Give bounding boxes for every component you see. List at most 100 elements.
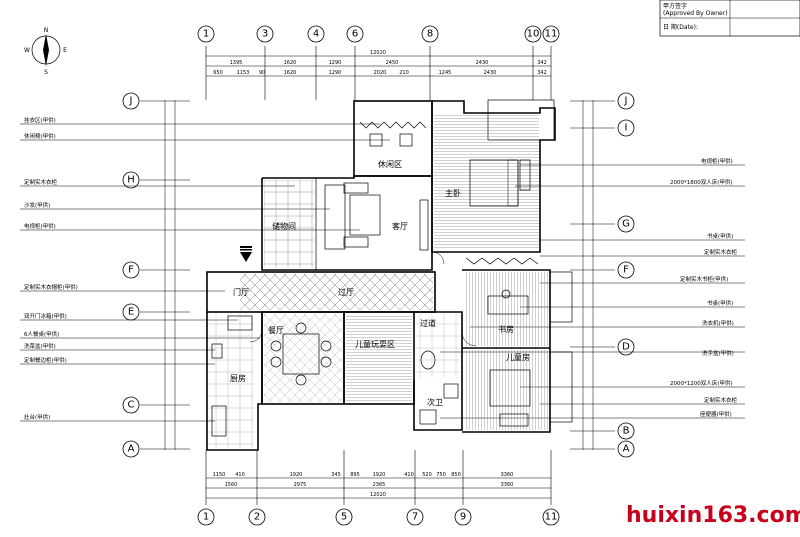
axis-bubble — [256, 25, 274, 43]
axis-bubble — [335, 508, 353, 526]
dim-label: 850 — [451, 472, 461, 478]
room-label-kitchen: 厨房 — [230, 373, 246, 383]
watermark: huixin163.com — [626, 503, 800, 528]
label-left: 双开门冰箱(甲供) — [24, 312, 67, 320]
axis-bubble — [248, 508, 266, 526]
axis-label: 3 — [262, 29, 268, 40]
floor-finishes — [209, 114, 548, 448]
dim-label: 3360 — [501, 482, 514, 488]
nightstand-icon — [519, 159, 531, 191]
axis-bubble — [617, 440, 635, 458]
armchair-icon — [343, 182, 369, 194]
axis-label: F — [128, 265, 134, 276]
dim-label: 2365 — [373, 482, 386, 488]
axis-label: G — [622, 219, 630, 230]
dim-label: 895 — [350, 472, 360, 478]
room-label-bath: 次卫 — [427, 397, 443, 407]
chair-icon — [501, 289, 511, 299]
axis-label: C — [128, 400, 135, 411]
dim-total-top: 12020 — [370, 50, 386, 56]
axis-label: A — [623, 444, 630, 455]
dim-label: 1245 — [439, 70, 452, 76]
washbasin-icon — [420, 350, 436, 370]
dim-label: 1290 — [329, 70, 342, 76]
axis-bubble — [406, 508, 424, 526]
chair-icon — [320, 356, 332, 368]
room-label-passage: 过道 — [420, 318, 436, 328]
axis-bubble — [524, 25, 542, 43]
axis-label: B — [623, 426, 630, 437]
title-block-date: 日 期(Date): — [663, 23, 698, 31]
axis-bubble — [122, 261, 140, 279]
axis-bubble — [197, 508, 215, 526]
axis-bubble — [346, 25, 364, 43]
chair-icon — [270, 356, 282, 368]
chair-icon — [270, 340, 282, 352]
axis-bubble — [617, 338, 635, 356]
axis-label: 1 — [203, 29, 209, 40]
furniture — [211, 121, 539, 437]
dim-total-bottom: 12020 — [370, 492, 386, 498]
label-right: 2000*1800双人床(甲供) — [670, 178, 733, 186]
axis-label: 8 — [427, 29, 433, 40]
label-right: 定制实木衣柜 — [704, 396, 738, 404]
axis-label: 5 — [341, 512, 347, 523]
label-right: 洗手盆(甲供) — [702, 349, 734, 357]
dim-label: 1920 — [290, 472, 303, 478]
label-left: 电视柜(甲供) — [24, 222, 56, 230]
label-left: 定制实木衣帽柜(甲供) — [24, 283, 78, 291]
compass-icon: N S E W — [24, 27, 67, 76]
axis-bubble — [122, 171, 140, 189]
axis-bubble — [617, 215, 635, 233]
dim-label: 2430 — [484, 70, 497, 76]
axis-label: I — [625, 123, 628, 134]
axis-label: 2 — [254, 512, 260, 523]
dim-label: 2450 — [386, 60, 399, 66]
axis-label: F — [623, 265, 629, 276]
armchair-icon — [343, 236, 369, 248]
compass-w: W — [24, 47, 30, 54]
plan-walls — [206, 99, 573, 451]
dim-label: 90 — [259, 70, 265, 76]
wardrobe-hanger-icon — [465, 257, 539, 265]
label-right: 电视柜(甲供) — [701, 157, 733, 165]
stove-icon — [211, 405, 227, 437]
dim-label: 1395 — [230, 60, 243, 66]
axis-bubble — [421, 25, 439, 43]
axis-bubble — [122, 440, 140, 458]
label-left: 定制餐边柜(甲供) — [24, 356, 67, 364]
label-left: 定制实木衣柜 — [24, 178, 58, 186]
dim-label: 210 — [399, 70, 409, 76]
dim-label: 1290 — [329, 60, 342, 66]
label-left: 沙发(甲供) — [24, 201, 50, 209]
label-left: 洗菜盆(甲供) — [24, 342, 56, 350]
door-icon — [249, 329, 263, 343]
dim-label: 1153 — [237, 70, 250, 76]
axis-label: J — [129, 96, 133, 107]
fridge-icon — [227, 315, 253, 331]
sink-icon — [211, 343, 223, 359]
desk-icon — [487, 295, 529, 315]
axis-bubble — [122, 396, 140, 414]
dim-label: 2020 — [374, 70, 387, 76]
label-right: 定制实木衣柜 — [704, 248, 738, 256]
axis-bubble — [542, 25, 560, 43]
wardrobe-hanger-icon — [359, 121, 427, 129]
chair-icon — [320, 340, 332, 352]
label-right: 书桌(甲供) — [707, 299, 733, 307]
single-bed-icon — [489, 369, 531, 407]
axis-label: 11 — [545, 512, 558, 523]
axis-label: E — [128, 307, 134, 318]
room-label-leisure: 休闲区 — [378, 159, 402, 169]
dim-label: 1560 — [225, 482, 238, 488]
label-right: 书桌(甲供) — [707, 232, 733, 240]
title-block-approved-en: (Approved By Owner) — [663, 10, 728, 17]
room-label-study: 书房 — [498, 324, 514, 334]
dim-label: 410 — [235, 472, 245, 478]
dim-label: 1920 — [373, 472, 386, 478]
right-axis: J I G F D B A 电视柜(甲供) 2000*1800双人床(甲供) 书… — [440, 92, 745, 458]
title-block-approved: 甲方签字 — [663, 2, 687, 10]
axis-label: J — [624, 96, 628, 107]
axis-label: 11 — [545, 29, 558, 40]
